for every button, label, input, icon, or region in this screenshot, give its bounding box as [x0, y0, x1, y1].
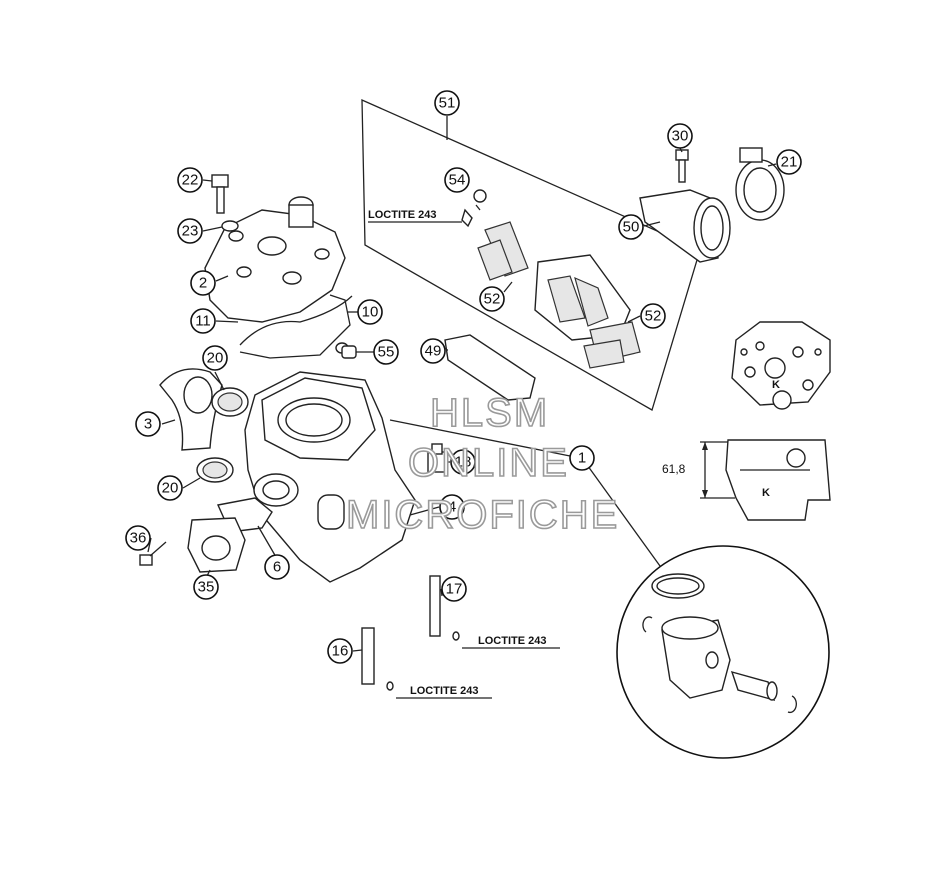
svg-text:30: 30: [672, 128, 689, 145]
washer: [221, 220, 239, 232]
svg-text:20: 20: [207, 350, 224, 367]
svg-text:10: 10: [362, 304, 379, 321]
callout-22: 22: [177, 167, 203, 193]
head-top-view: K: [731, 321, 831, 410]
stud-17: [429, 575, 460, 641]
reed-block: [534, 254, 631, 341]
watermark-line-2: ONLINE: [408, 441, 569, 485]
callout-17: 17: [441, 576, 467, 602]
dimension-value: 61,8: [662, 462, 686, 476]
needle-bearing-lower: [196, 457, 234, 483]
callout-35: 35: [193, 574, 219, 600]
elbow-end: [183, 376, 213, 414]
svg-text:LOCTITE 243: LOCTITE 243: [410, 685, 478, 697]
svg-text:36: 36: [130, 530, 147, 547]
bush: [341, 345, 357, 359]
svg-text:16: 16: [332, 643, 349, 660]
marker-top: K: [772, 379, 780, 391]
svg-text:11: 11: [195, 313, 211, 330]
svg-text:20: 20: [162, 480, 179, 497]
callout-20b: 20: [157, 475, 183, 501]
svg-text:51: 51: [439, 95, 456, 112]
callout-36: 36: [125, 525, 151, 551]
flange-bolt: [139, 541, 167, 566]
cylinder: [244, 342, 416, 583]
loctite-note-16: LOCTITE 243: [396, 685, 492, 699]
cylinder-side-view: K: [725, 439, 831, 521]
reed-screw: [461, 189, 487, 228]
svg-text:4: 4: [448, 499, 456, 516]
callout-16: 16: [327, 638, 353, 664]
callout-52a: 52: [479, 286, 505, 312]
piston-pin: [730, 670, 778, 702]
svg-text:2: 2: [199, 275, 207, 292]
callout-3: 3: [135, 411, 161, 437]
svg-text:21: 21: [781, 154, 798, 171]
leader-lines: [147, 116, 777, 652]
marker-side: K: [762, 487, 770, 499]
callout-55: 55: [373, 339, 399, 365]
svg-text:23: 23: [182, 223, 199, 240]
circlip-right: [787, 695, 797, 714]
reed-gasket: [444, 334, 536, 401]
circlip-left: [642, 616, 653, 633]
callout-11: 11: [190, 308, 216, 334]
svg-text:49: 49: [425, 343, 442, 360]
svg-text:35: 35: [198, 579, 215, 596]
svg-text:17: 17: [446, 581, 463, 598]
callout-4: 4: [439, 494, 465, 520]
svg-text:6: 6: [273, 559, 281, 576]
callout-1: 1: [569, 445, 595, 471]
loctite-note-17: LOCTITE 243: [462, 635, 560, 649]
detail-leader: [584, 461, 661, 567]
callout-21: 21: [776, 149, 802, 175]
callout-52b: 52: [640, 303, 666, 329]
head-bolt: [211, 174, 229, 214]
svg-text:22: 22: [182, 172, 199, 189]
svg-text:3: 3: [144, 416, 152, 433]
watermark-line-1: HLSM: [430, 391, 549, 435]
watermark: HLSM ONLINE MICROFICHE: [345, 390, 619, 538]
reed-petal-left: [477, 221, 529, 281]
watermark-line-3: MICROFICHE: [346, 493, 619, 537]
svg-text:54: 54: [449, 172, 466, 189]
callout-30: 30: [667, 123, 693, 149]
loctite-note-top: LOCTITE 243: [368, 209, 462, 223]
svg-text:LOCTITE 243: LOCTITE 243: [478, 635, 546, 647]
svg-text:1: 1: [578, 450, 586, 467]
reed-petal-right: [583, 321, 641, 369]
callout-49: 49: [420, 338, 446, 364]
svg-text:55: 55: [378, 344, 395, 361]
dimension-61-8: 61,8: [662, 441, 735, 499]
svg-text:50: 50: [623, 219, 640, 236]
needle-bearing-upper: [211, 387, 249, 417]
cylinder-head: [204, 196, 346, 323]
intake-manifold: [639, 189, 731, 263]
callout-20a: 20: [202, 345, 228, 371]
callout-23: 23: [177, 218, 203, 244]
svg-text:52: 52: [484, 291, 501, 308]
piston: [661, 616, 731, 699]
reed-valve-group-panel: [361, 98, 701, 411]
callout-18: 18: [450, 449, 476, 475]
svg-text:LOCTITE 243: LOCTITE 243: [368, 209, 436, 221]
callout-6: 6: [264, 554, 290, 580]
callout-10: 10: [357, 299, 383, 325]
callout-54: 54: [444, 167, 470, 193]
hose-clamp: [735, 147, 785, 221]
exhaust-flange: [187, 517, 246, 573]
stud-16: [361, 627, 394, 691]
head-gasket-ring: [239, 295, 353, 346]
callout-51: 51: [434, 90, 460, 116]
piston-ring: [651, 573, 705, 599]
callout-2: 2: [190, 270, 216, 296]
manifold-bolt: [675, 149, 689, 183]
svg-text:52: 52: [645, 308, 662, 325]
head-gasket: [239, 294, 351, 359]
svg-text:18: 18: [455, 454, 472, 471]
callout-50: 50: [618, 214, 644, 240]
